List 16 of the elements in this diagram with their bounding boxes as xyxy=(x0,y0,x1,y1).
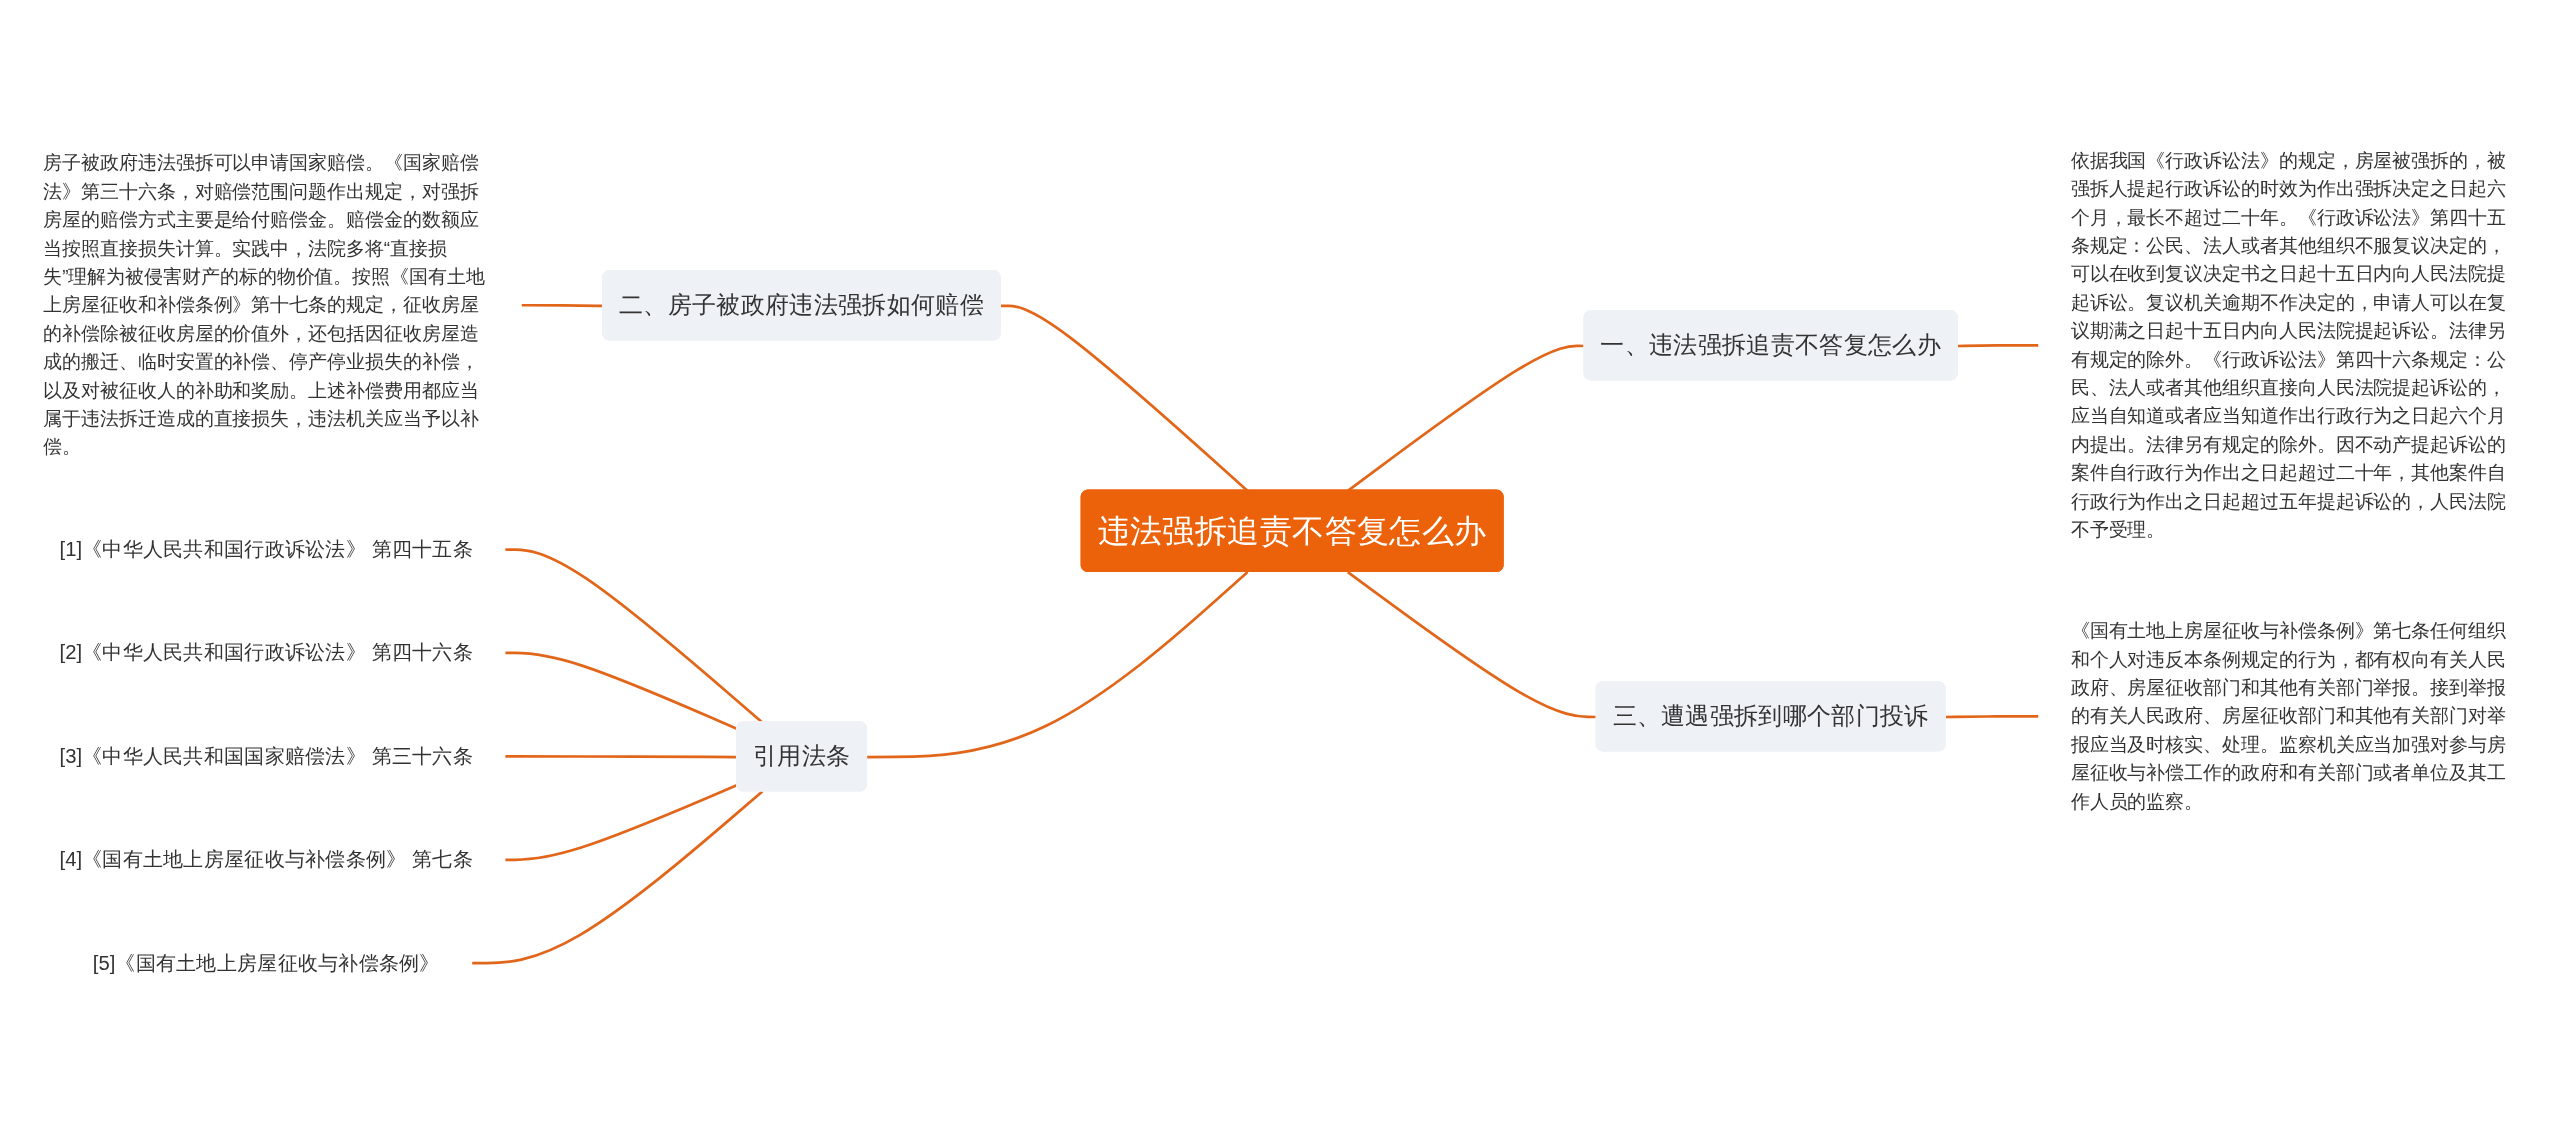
connector xyxy=(1945,715,2039,719)
node-text: [2]《中华人民共和国行政诉讼法》 第四十六条 xyxy=(59,640,473,664)
node-text: [5]《国有土地上房屋征收与补偿条例》 xyxy=(92,950,440,974)
connector xyxy=(505,783,738,862)
connector xyxy=(1957,343,2039,348)
node-text: [3]《中华人民共和国国家赔偿法》 第三十六条 xyxy=(59,743,473,767)
node-text: 依据我国《行政诉讼法》的规定，房屋被强拆的，被强拆人提起行政诉讼的时效为作出强拆决定之日起六个月，最长不超过二十年。《行政诉讼法》第四十五条规定：公民、法人或者其他组织不服复议决定的，可以在收到复议决定书之日起十五日内向人民法院提起诉讼。复议机关逾期不作决定的，申请人可以在复议期满之日起十五日内向人民法院提起诉讼。法律另有规定的除外。《行政诉讼法》第四十六条规定：公民、法人或者其他组织直接向人民法院提起诉讼的，应当自知道或者应当知道作出行政行为之日起六个月内提出。法律另有规定的除外。因不动产提起诉讼的案件自行政行为作出之日起超过二十年，其他案件自行政行为作出之日起超过五年提起诉讼的，人民法院不予受理。 xyxy=(2070,149,2506,540)
node-text: 《国有土地上房屋征收与补偿条例》第七条任何组织和个人对违反本条例规定的行为，都有权向有关人民政府、房屋征收部门和其他有关部门举报。接到举报的有关人民政府、房屋征收部门和其他有关部门对举报应当及时核实、处理。监察机关应当加强对参与房屋征收与补偿工作的政府和有关部门或者单位及其工作人员的监察。 xyxy=(2070,619,2506,812)
node-text: 房子被政府违法强拆可以申请国家赔偿。《国家赔偿法》第三十六条，对赔偿范围问题作出规定，对强拆房屋的赔偿方式主要是给付赔偿金。赔偿金的数额应当按照直接损失计算。实践中，法院多将“直接损失”理解为被侵害财产的标的物价值。按照《国有土地上房屋征收和补偿条例》第十七条的规定，征收房屋的补偿除被征收房屋的价值外，还包括因征收房屋造成的搬迁、临时安置的补偿、停产停业损失的补偿，以及对被征收人的补助和奖励。上述补偿费用都应当属于违法拆迁造成的直接损失，违法机关应当予以补偿。 xyxy=(43,151,485,458)
connector xyxy=(867,571,1249,759)
connector xyxy=(1000,304,1249,492)
connector xyxy=(472,790,764,965)
connector xyxy=(1347,570,1597,719)
connector xyxy=(505,651,738,731)
node-text: [4]《国有土地上房屋征收与补偿条例》 第七条 xyxy=(59,847,473,871)
node-text: [1]《中华人民共和国行政诉讼法》 第四十五条 xyxy=(59,537,473,561)
